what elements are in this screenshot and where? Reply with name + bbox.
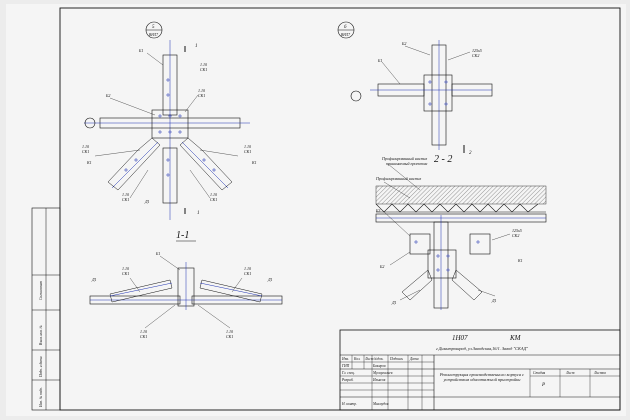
- label-k1-s22: К1: [517, 258, 523, 263]
- detail-6-number: 6: [344, 25, 347, 30]
- stamp-code: 1Н07: [452, 334, 468, 342]
- label-weld-d5c: 1.10: [82, 144, 89, 149]
- detail-6-sheet: ВНЛ7: [341, 33, 350, 37]
- cut-1-top: 1: [195, 44, 198, 49]
- label-weld-s11c: 1.10: [140, 329, 147, 334]
- stamp-col-date: Дата: [409, 357, 419, 361]
- stamp-name-1: Бакиров: [372, 364, 386, 368]
- label-weld-sk-d5f: СК1: [210, 197, 217, 202]
- label-d1-d5: Д1: [144, 199, 150, 204]
- label-weld-s11d: 1.10: [226, 329, 233, 334]
- label-b1-d5: Б1: [138, 48, 143, 53]
- section-2-2: 2 - 2 Профилированный настил прини: [375, 154, 547, 310]
- cut-1-bottom: 1: [197, 211, 200, 216]
- label-d1-s22a: Д1: [391, 300, 397, 305]
- label-k1-d5b: К1: [251, 160, 257, 165]
- stamp-role-2: Гл. спец.: [341, 371, 355, 375]
- stamp-title: Реконструкция производственного корпуса …: [439, 372, 525, 382]
- label-weld-sk-s11c: СК1: [140, 334, 147, 339]
- stamp-stage: Р: [541, 383, 545, 388]
- label-weld-sk-s11d: СК1: [226, 334, 233, 339]
- stamp-name-2: Мусаргалиев: [372, 371, 393, 375]
- note-prof-1: Профилированный настил: [381, 156, 428, 161]
- label-k1-d5a: К1: [86, 160, 92, 165]
- stamp-col-list: Лист: [364, 357, 374, 361]
- label-weld-125-s22: 125x5: [512, 228, 522, 233]
- section-1-1-title: 1-1: [176, 230, 189, 241]
- label-weld-s11a: 1.10: [122, 266, 129, 271]
- detail-5: 5 ВНЛ7 1 1: [82, 21, 257, 220]
- label-weld-sk-d5c: СК1: [82, 149, 89, 154]
- label-b1-s11: Б1: [155, 251, 160, 256]
- sidebar-sign: Подп. и дата: [39, 356, 43, 378]
- label-d1-s11b: Д1: [267, 277, 273, 282]
- label-weld-d5e: 1.10: [122, 192, 129, 197]
- stamp-stage-label: Стадия: [533, 371, 545, 375]
- title-block: 1Н07 КМ г.Димитровград, ул.Заводская,16/…: [339, 329, 621, 411]
- stamp-role-1: ГИП: [341, 364, 350, 368]
- label-weld-d5b: 1.10: [198, 88, 205, 93]
- label-weld-sk-s11a: СК1: [122, 271, 129, 276]
- paper: [6, 4, 626, 416]
- section-2-2-title: 2 - 2: [434, 154, 452, 165]
- sidebar-inv-orig: Взам. инв. №: [39, 325, 43, 345]
- label-weld-sk-d5a: СК1: [200, 67, 207, 72]
- stamp-col-doc: №док.: [373, 357, 384, 361]
- label-weld-d5a: 1.10: [200, 62, 207, 67]
- label-b2-s22: Б2: [379, 264, 384, 269]
- label-weld-sk2-s22: СК2: [512, 233, 519, 238]
- stamp-col-sign: Подпись: [389, 357, 403, 361]
- stamp-name-5: Махмудов: [372, 402, 389, 406]
- label-weld-sk-d5d: СК1: [244, 149, 251, 154]
- stamp-role-5: Н. контр.: [341, 402, 357, 406]
- cut-2: 2: [469, 151, 472, 156]
- label-b3: Б3: [375, 208, 380, 213]
- stamp-sheet-label: Лист: [565, 371, 575, 375]
- stamp-name-3: Ильясов: [372, 378, 386, 382]
- label-b2-d5: Б2: [105, 93, 110, 98]
- note-prof-2: Профилированный настил: [375, 176, 422, 181]
- sidebar-agreed: Согласовано: [39, 281, 43, 300]
- label-weld-sk2-d6: СК2: [472, 53, 479, 58]
- sidebar-strip: Согласовано Взам. инв. № Подп. и дата Ин…: [31, 207, 61, 411]
- stamp-col-kol: Кол.: [353, 357, 361, 361]
- stamp-role-3: Разраб.: [341, 378, 354, 382]
- detail-5-number: 5: [152, 25, 155, 30]
- stamp-mark: КМ: [509, 334, 522, 342]
- label-weld-125-d6: 125x5: [472, 48, 482, 53]
- detail-6: 6 ВНЛ7 2 Б2 Б1 125x5 СК2: [337, 21, 493, 156]
- label-d1-s22b: Д1: [491, 298, 497, 303]
- sidebar-inv-podl: Инв. № подл.: [39, 387, 43, 408]
- label-weld-sk-d5b: СК1: [198, 93, 205, 98]
- label-weld-d5d: 1.10: [244, 144, 251, 149]
- label-weld-sk-d5e: СК1: [122, 197, 129, 202]
- label-weld-sk-s11b: СК1: [244, 271, 251, 276]
- note-prof-3: принимаемый проектом: [386, 161, 428, 166]
- detail-5-sheet: ВНЛ7: [149, 33, 158, 37]
- label-b2-d6: Б2: [401, 41, 406, 46]
- label-d1-s11a: Д1: [91, 277, 97, 282]
- label-b1-d6: Б1: [377, 58, 382, 63]
- label-weld-s11b: 1.10: [244, 266, 251, 271]
- stamp-col-izm: Изм.: [341, 357, 349, 361]
- label-weld-d5f: 1.10: [210, 192, 217, 197]
- section-1-1: 1-1 Б1 1.10 СК1 1.10 СК1 Д1 Д1 1.10 СК1 …: [89, 230, 283, 339]
- stamp-sheets-label: Листов: [593, 371, 606, 375]
- stamp-address: г.Димитровград, ул.Заводская,16/1. Завод…: [436, 346, 528, 352]
